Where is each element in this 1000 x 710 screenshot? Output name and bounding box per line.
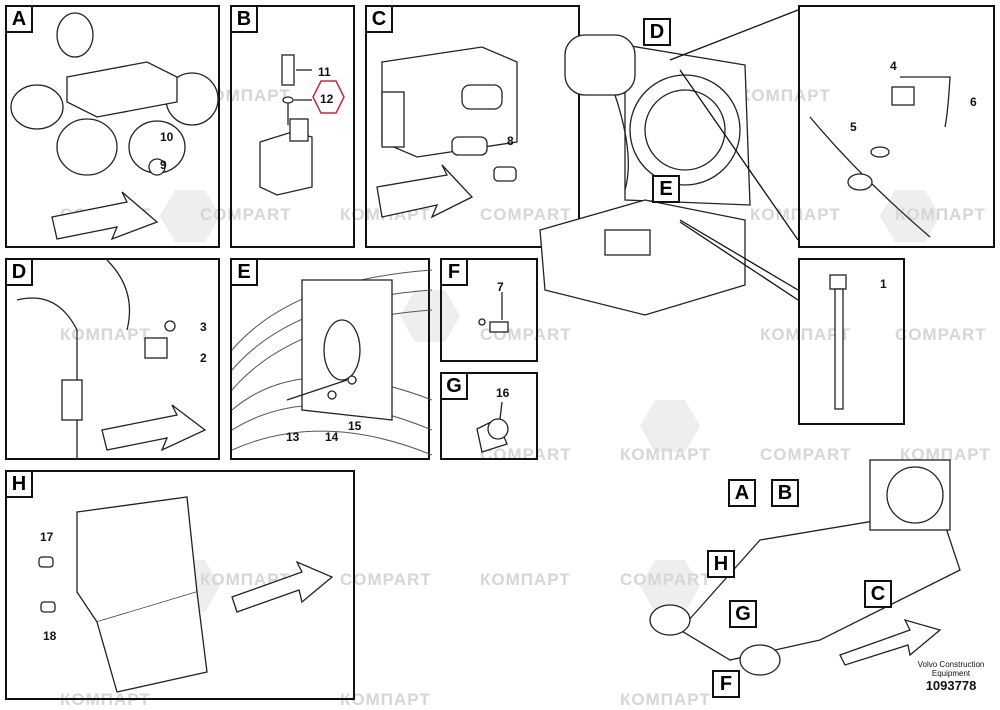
part-number-highlighted[interactable]: 12 (320, 92, 334, 106)
panel-e[interactable]: E 13 14 15 (230, 258, 432, 460)
panel-label: F (440, 258, 468, 286)
watermark: COMPART (895, 325, 987, 344)
part-number[interactable]: 8 (507, 134, 514, 148)
panel-label: H (5, 470, 33, 498)
part-number[interactable]: 17 (40, 530, 54, 544)
panel-f[interactable]: F 7 (440, 258, 538, 362)
panel-label: D (5, 258, 33, 286)
cooling-unit-overview-drawing (539, 34, 751, 316)
panel-b[interactable]: B 11 12 (230, 5, 355, 248)
part-number[interactable]: 13 (286, 430, 300, 444)
level-sender-drawing (829, 274, 847, 410)
panel-label: C (365, 5, 393, 33)
watermark: КОМПАРТ (480, 570, 571, 589)
accumulator-block-drawing (10, 12, 219, 241)
part-number[interactable]: 5 (850, 120, 857, 134)
part-number[interactable]: 6 (970, 95, 977, 109)
part-number[interactable]: 1 (880, 277, 887, 291)
tag-c[interactable]: C (864, 580, 892, 608)
part-number[interactable]: 18 (43, 629, 57, 643)
panel-a[interactable]: A 10 9 (5, 5, 220, 248)
footer: Volvo Construction Equipment 1093778 (906, 660, 996, 693)
panel-label: A (5, 5, 33, 33)
panel-label: G (440, 372, 468, 400)
tag-a[interactable]: A (728, 479, 756, 507)
company-name: Volvo Construction (917, 660, 985, 669)
part-number[interactable]: 2 (200, 351, 207, 365)
tag-g[interactable]: G (729, 600, 757, 628)
panel-h[interactable]: H 17 18 (5, 470, 355, 700)
part-number[interactable]: 4 (890, 59, 897, 73)
valve-block-drawing (376, 46, 518, 219)
panel-d[interactable]: D 3 2 (5, 258, 220, 460)
tag-f[interactable]: F (712, 670, 740, 698)
machine-frame-overview-drawing (649, 459, 961, 676)
panel-g[interactable]: G 16 (440, 372, 538, 460)
part-number[interactable]: 14 (325, 430, 339, 444)
panel-c[interactable]: C 8 (365, 5, 580, 248)
drawing-number: 1093778 (925, 678, 977, 693)
temperature-sensor-drawing (478, 292, 509, 333)
part-number[interactable]: 16 (496, 386, 510, 400)
control-valve-drawing (38, 496, 334, 693)
pressure-sensor-drawing (259, 54, 345, 196)
panel-level-sender[interactable]: 1 (798, 258, 905, 425)
part-number[interactable]: 3 (200, 320, 207, 334)
breather-drawing (809, 76, 951, 238)
panel-label: B (230, 5, 258, 33)
part-number[interactable]: 7 (497, 280, 504, 294)
part-number[interactable]: 11 (318, 65, 331, 79)
company-name-line2: Equipment (931, 669, 971, 678)
tag-e[interactable]: E (652, 175, 680, 203)
cap-drawing (476, 401, 509, 453)
sensor-mount-drawing (16, 260, 207, 460)
part-number[interactable]: 9 (160, 158, 167, 172)
panel-breather-detail[interactable]: 4 6 5 (798, 5, 995, 248)
highlight-hexagon (312, 80, 345, 114)
part-number[interactable]: 15 (348, 419, 362, 433)
panel-label: E (230, 258, 258, 286)
radiator-sensor-drawing (232, 269, 432, 456)
tag-h[interactable]: H (707, 550, 735, 578)
tag-b[interactable]: B (771, 479, 799, 507)
watermark: КОМПАРТ (620, 690, 711, 709)
tag-d[interactable]: D (643, 18, 671, 46)
part-number[interactable]: 10 (160, 130, 174, 144)
